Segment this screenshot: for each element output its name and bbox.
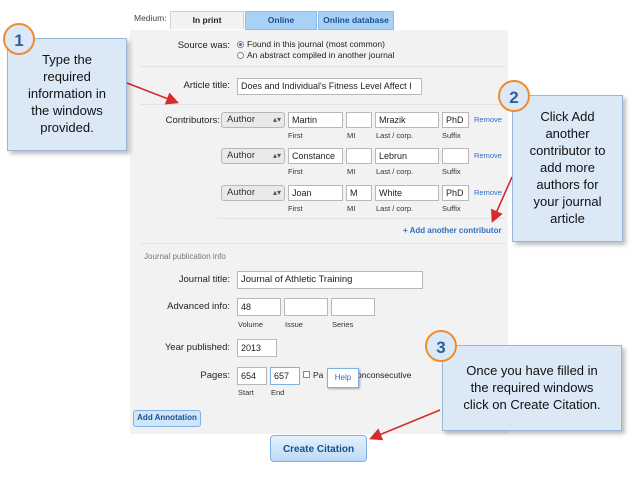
suffix-sublabel: Suffix <box>442 167 461 176</box>
mi-sublabel: MI <box>347 131 356 140</box>
remove-contributor-link[interactable]: Remove <box>474 115 502 124</box>
callout-note-2: Click Add another contributor to add mor… <box>512 95 623 242</box>
remove-contributor-link[interactable]: Remove <box>474 188 502 197</box>
callout-badge-2: 2 <box>498 80 530 112</box>
callout-badge-1: 1 <box>3 23 35 55</box>
arrow-2 <box>491 176 513 223</box>
contributor-first-input[interactable]: Constance <box>288 148 343 164</box>
contributor-last-input[interactable]: Lebrun <box>375 148 439 164</box>
create-citation-button[interactable]: Create Citation <box>270 435 367 462</box>
pages-nonconsec-text-end: onconsecutive <box>357 370 412 380</box>
suffix-sublabel: Suffix <box>442 204 461 213</box>
contributor-mi-input[interactable] <box>346 112 372 128</box>
pages-nonconsec-text-start: Pa <box>313 370 324 380</box>
contributor-suffix-input[interactable]: PhD <box>442 185 469 201</box>
contributor-role-select[interactable]: Author▴▾ <box>221 185 285 201</box>
article-title-label: Article title: <box>183 80 230 91</box>
source-option-found: Found in this journal (most common) <box>247 39 385 49</box>
divider <box>140 104 506 105</box>
source-label: Source was: <box>177 40 230 51</box>
source-option-abstract: An abstract compiled in another journal <box>247 50 395 60</box>
year-published-input[interactable]: 2013 <box>237 339 277 357</box>
pages-end-input[interactable]: 657 <box>270 367 300 385</box>
last-sublabel: Last / corp. <box>376 131 414 140</box>
pages-start-sublabel: Start <box>238 388 254 397</box>
medium-label: Medium: <box>134 13 167 23</box>
source-radio-abstract[interactable] <box>237 52 244 59</box>
journal-title-label: Journal title: <box>178 274 230 285</box>
first-sublabel: First <box>288 204 303 213</box>
first-sublabel: First <box>288 167 303 176</box>
help-tooltip[interactable]: Help <box>327 368 359 388</box>
nonconsecutive-checkbox[interactable] <box>303 371 310 378</box>
contributor-role-select[interactable]: Author▴▾ <box>221 112 285 128</box>
contributor-suffix-input[interactable] <box>442 148 469 164</box>
year-published-label: Year published: <box>164 342 230 353</box>
divider <box>218 218 506 219</box>
journal-section-title: Journal publication info <box>144 252 226 261</box>
divider <box>140 66 506 67</box>
callout-badge-3: 3 <box>425 330 457 362</box>
article-title-input[interactable]: Does and Individual's Fitness Level Affe… <box>237 78 422 95</box>
add-contributor-link[interactable]: + Add another contributor <box>403 226 502 235</box>
callout-note-3: Once you have filled in the required win… <box>442 345 622 431</box>
source-radio-found[interactable] <box>237 41 244 48</box>
series-input[interactable] <box>331 298 375 316</box>
first-sublabel: First <box>288 131 303 140</box>
contributor-first-input[interactable]: Martin <box>288 112 343 128</box>
mi-sublabel: MI <box>347 204 356 213</box>
contributor-role-select[interactable]: Author▴▾ <box>221 148 285 164</box>
tab-online-database[interactable]: Online database <box>318 11 394 30</box>
tab-online[interactable]: Online <box>245 11 317 30</box>
add-annotation-button[interactable]: Add Annotation <box>133 410 201 427</box>
suffix-sublabel: Suffix <box>442 131 461 140</box>
contributor-last-input[interactable]: White <box>375 185 439 201</box>
pages-end-sublabel: End <box>271 388 285 397</box>
contributor-mi-input[interactable] <box>346 148 372 164</box>
issue-input[interactable] <box>284 298 328 316</box>
contributor-suffix-input[interactable]: PhD <box>442 112 469 128</box>
contributor-last-input[interactable]: Mrazik <box>375 112 439 128</box>
mi-sublabel: MI <box>347 167 356 176</box>
last-sublabel: Last / corp. <box>376 167 414 176</box>
volume-sublabel: Volume <box>238 320 264 329</box>
arrow-1 <box>126 82 179 105</box>
series-sublabel: Series <box>332 320 354 329</box>
pages-label: Pages: <box>200 370 230 381</box>
journal-title-input[interactable]: Journal of Athletic Training <box>237 271 423 289</box>
tab-in-print[interactable]: In print <box>170 11 244 29</box>
remove-contributor-link[interactable]: Remove <box>474 151 502 160</box>
advanced-info-label: Advanced info: <box>167 301 230 312</box>
contributor-first-input[interactable]: Joan <box>288 185 343 201</box>
volume-input[interactable]: 48 <box>237 298 281 316</box>
contributor-mi-input[interactable]: M <box>346 185 372 201</box>
callout-note-1: Type the required information in the win… <box>7 38 127 151</box>
arrow-3 <box>369 409 441 441</box>
pages-start-input[interactable]: 654 <box>237 367 267 385</box>
last-sublabel: Last / corp. <box>376 204 414 213</box>
divider <box>140 243 506 244</box>
issue-sublabel: Issue <box>285 320 303 329</box>
contributors-label: Contributors: <box>165 115 220 126</box>
